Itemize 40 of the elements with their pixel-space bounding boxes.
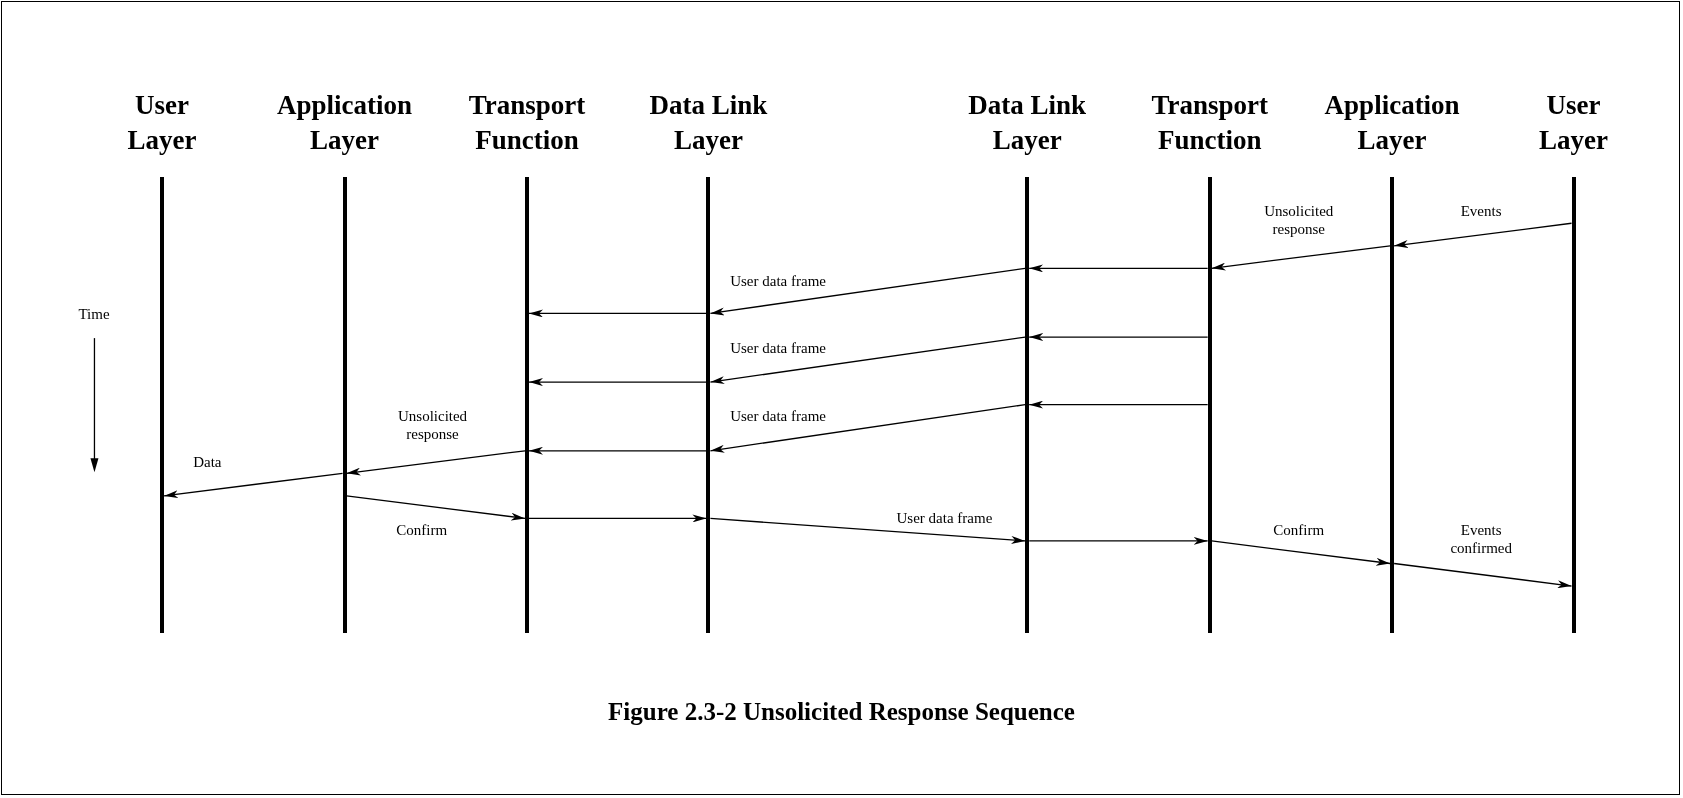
message-arrow [1393, 222, 1573, 248]
message-arrow [528, 309, 708, 318]
edge-label: User data frame [730, 271, 826, 290]
message-arrow [1028, 536, 1209, 545]
edge-label: Unsolicited response [1263, 201, 1335, 238]
lifeline-heading: Transport Function [1150, 89, 1269, 157]
lifeline-heading: User Layer [126, 89, 198, 157]
message-arrow [345, 495, 526, 521]
message-arrow [1028, 264, 1209, 273]
edge-label: Data [193, 452, 222, 471]
edge-label: Confirm [396, 520, 448, 539]
edge-label: User data frame [730, 406, 826, 425]
edge-label: Unsolicited response [396, 406, 469, 443]
message-arrow [1028, 333, 1209, 342]
message-arrow [345, 450, 526, 476]
lifeline-heading: Data Link Layer [648, 89, 769, 157]
edge-label: Confirm [1273, 520, 1325, 539]
message-arrow [709, 336, 1026, 385]
edge-label: Events confirmed [1449, 520, 1513, 557]
message-arrow [528, 446, 708, 455]
message-arrow [528, 514, 708, 523]
edge-label: User data frame [896, 508, 993, 527]
figure-caption: Figure 2.3-2 Unsolicited Response Sequence [607, 697, 1076, 726]
message-arrow [1211, 245, 1391, 271]
lifeline-heading: Application Layer [1324, 89, 1460, 157]
message-arrow [1393, 562, 1573, 589]
time-label: Time [78, 304, 110, 323]
message-arrow [709, 404, 1026, 453]
message-arrow [528, 378, 708, 387]
lifeline-heading: Application Layer [277, 89, 413, 157]
edge-label: User data frame [730, 339, 826, 358]
message-arrow [1211, 540, 1391, 566]
message-arrow [709, 267, 1026, 316]
edge-label: Events [1460, 201, 1502, 220]
lifeline-heading: Transport Function [467, 89, 587, 157]
lifeline-heading: User Layer [1538, 89, 1609, 157]
message-arrow [709, 517, 1026, 544]
message-arrow [163, 472, 344, 499]
message-arrow [1028, 400, 1209, 409]
lifeline-heading: Data Link Layer [967, 89, 1088, 157]
